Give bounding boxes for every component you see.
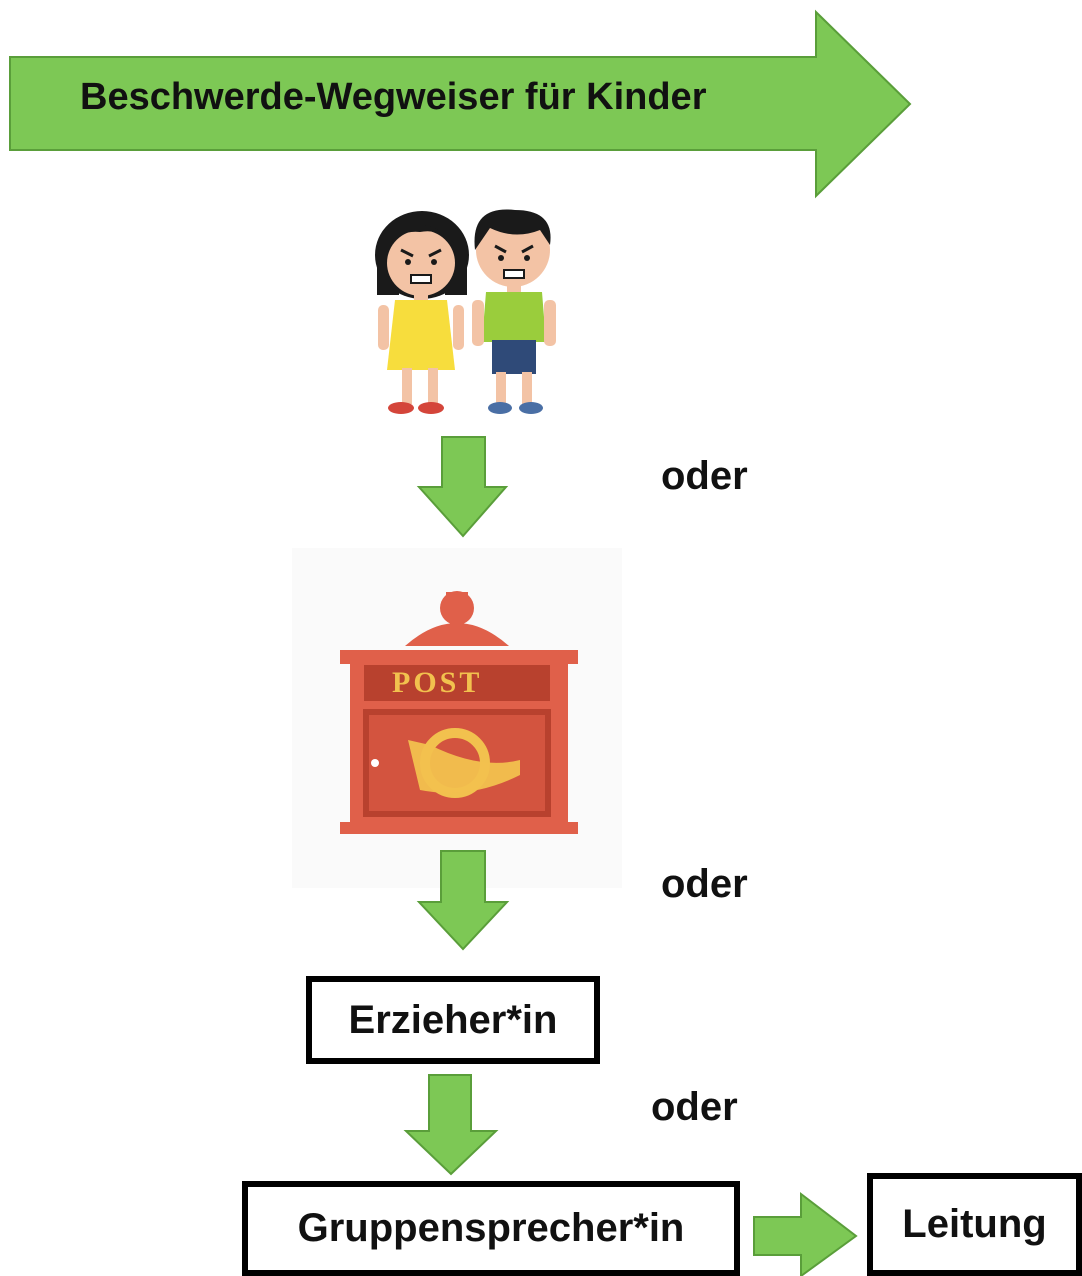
down-arrow-3 <box>403 1074 499 1176</box>
down-arrow-2 <box>416 850 510 951</box>
post-horn-icon <box>408 728 520 798</box>
mailbox-sign: POST <box>392 666 483 699</box>
oder-label-1: oder <box>661 454 748 498</box>
angry-children-icon <box>375 209 556 414</box>
down-arrow-1 <box>416 436 509 538</box>
title-arrow <box>9 9 912 199</box>
oder-label-2: oder <box>661 862 748 906</box>
group-speaker-box: Gruppensprecher*in <box>242 1181 740 1276</box>
mailbox-icon <box>292 548 622 888</box>
right-arrow <box>753 1191 858 1276</box>
boy-icon <box>472 209 556 414</box>
management-box: Leitung <box>867 1173 1082 1276</box>
educator-box: Erzieher*in <box>306 976 600 1064</box>
girl-icon <box>375 211 469 414</box>
oder-label-3: oder <box>651 1085 738 1129</box>
diagram-title: Beschwerde-Wegweiser für Kinder <box>80 76 707 118</box>
